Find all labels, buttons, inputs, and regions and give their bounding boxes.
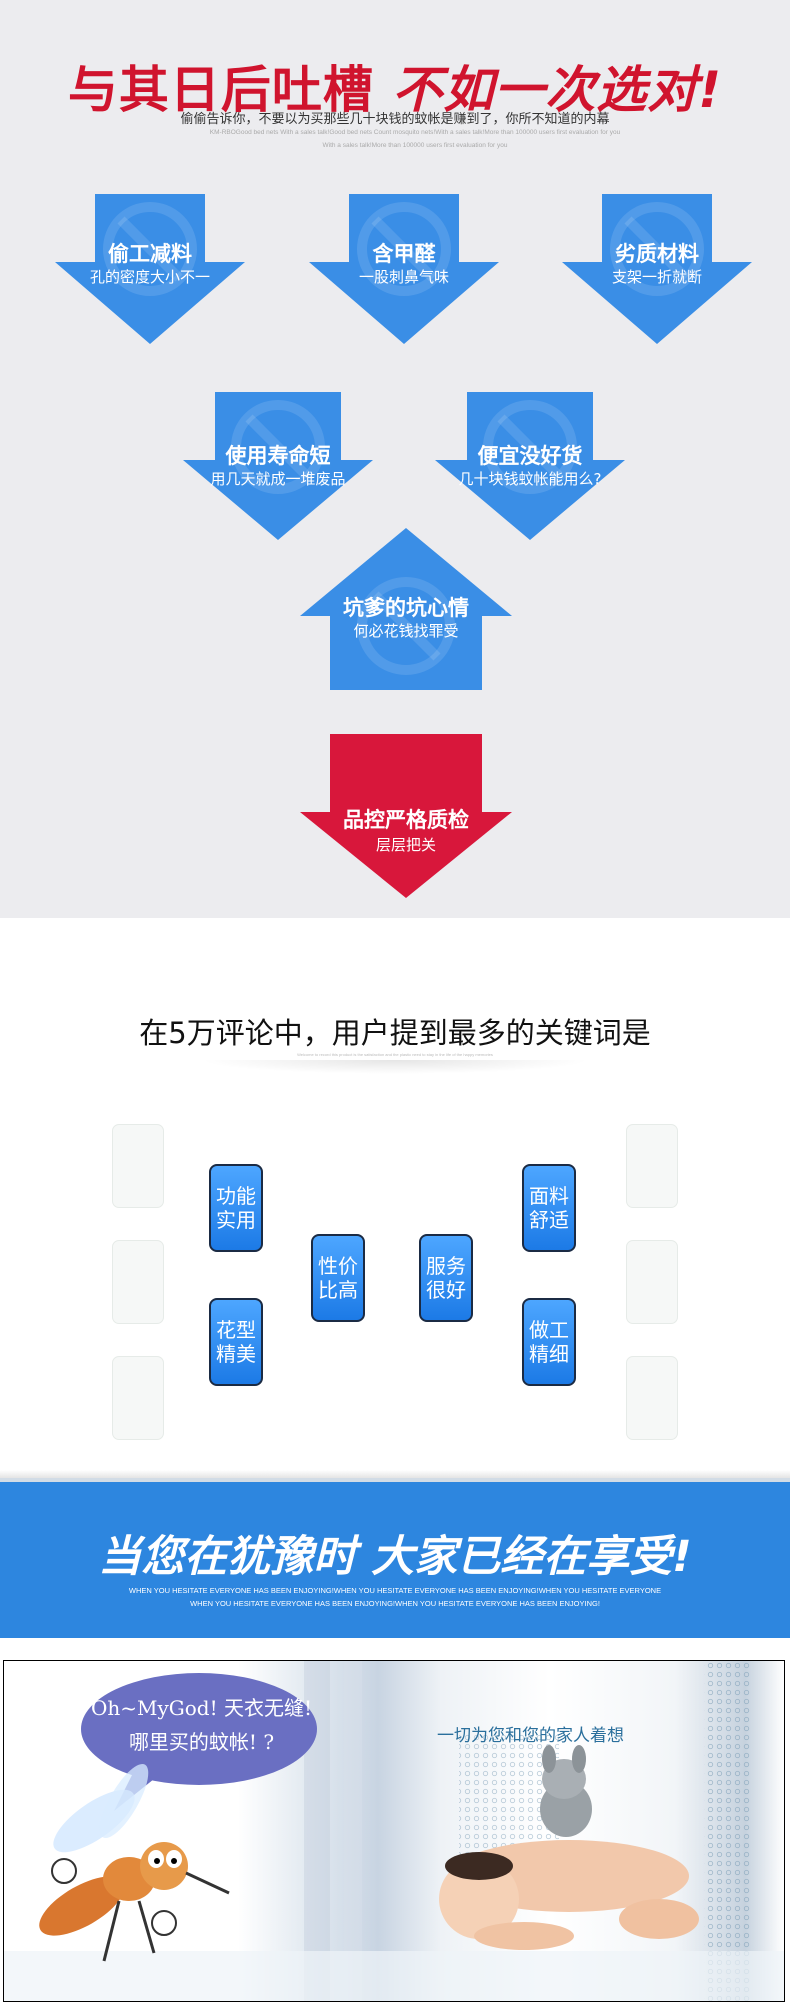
problem-title: 坑爹的坑心情 <box>343 596 469 620</box>
keyword-chip-practical: 功能实用 <box>209 1164 263 1252</box>
problem-arrow-frustration: 坑爹的坑心情 何必花钱找罪受 <box>300 528 512 690</box>
problems-section: 与其日后吐槽 不如一次选对! 偷偷告诉你，不要以为买那些几十块钱的蚊帐是赚到了，… <box>0 0 790 918</box>
banner-top-stripe <box>0 1478 790 1482</box>
keyword-line2: 实用 <box>216 1208 256 1232</box>
enjoy-banner: 当您在犹豫时 大家已经在享受! WHEN YOU HESITATE EVERYO… <box>0 1478 790 1638</box>
keywords-title: 在5万评论中，用户提到最多的关键词是 <box>139 1016 651 1050</box>
down-arrow-icon <box>300 734 512 898</box>
scene-photo: Oh~MyGod! 天衣无缝! 哪里买的蚊帐! ? 一切为您和您的家人着想 <box>3 1660 785 2002</box>
down-arrow-icon <box>309 194 499 344</box>
problem-subtitle: 几十块钱蚊帐能用么? <box>458 470 602 488</box>
problem-title: 使用寿命短 <box>225 444 331 468</box>
quality-subtitle: 层层把关 <box>375 836 436 854</box>
keyword-line2: 舒适 <box>529 1208 569 1232</box>
problem-title: 劣质材料 <box>615 242 699 266</box>
keywords-caption: Welcome to record this product is the sa… <box>297 1052 493 1057</box>
placeholder-card <box>626 1240 678 1324</box>
problem-arrow-inferior-material: 劣质材料 支架一折就断 <box>562 194 752 344</box>
banner-english-line1: WHEN YOU HESITATE EVERYONE HAS BEEN ENJO… <box>128 1586 662 1595</box>
problem-subtitle: 一股刺鼻气味 <box>358 268 449 286</box>
problem-arrow-short-life: 使用寿命短 用几天就成一堆废品 <box>183 392 373 540</box>
scene-section: Oh~MyGod! 天衣无缝! 哪里买的蚊帐! ? 一切为您和您的家人着想 <box>0 1638 790 2008</box>
banner-english-line2: WHEN YOU HESITATE EVERYONE HAS BEEN ENJO… <box>190 1599 600 1608</box>
placeholder-card <box>112 1124 164 1208</box>
sleeping-baby-icon <box>439 1840 699 1950</box>
problem-arrow-cheap: 便宜没好货 几十块钱蚊帐能用么? <box>435 392 625 540</box>
keyword-line1: 花型 <box>216 1318 256 1342</box>
keywords-section: 在5万评论中，用户提到最多的关键词是 Welcome to record thi… <box>0 918 790 1478</box>
net-fold <box>344 1661 362 2001</box>
quality-control-arrow: 品控严格质检 层层把关 <box>300 734 512 898</box>
keyword-line1: 做工 <box>529 1318 569 1342</box>
banner-title: 当您在犹豫时 大家已经在享受! <box>98 1532 692 1582</box>
placeholder-card <box>112 1356 164 1440</box>
bubble-line2: 哪里买的蚊帐! ? <box>128 1730 275 1754</box>
problem-title: 便宜没好货 <box>477 444 583 468</box>
banner-english-caption: WHEN YOU HESITATE EVERYONE HAS BEEN ENJO… <box>90 1584 700 1610</box>
mosquito-cartoon-icon <box>39 1763 230 1962</box>
hero-english-caption: KM-RBOGood bed nets With a sales talk!Go… <box>150 126 680 152</box>
keyword-chip-service: 服务很好 <box>419 1234 473 1322</box>
keyword-chip-value: 性价比高 <box>311 1234 365 1322</box>
keyword-line2: 精美 <box>216 1342 256 1366</box>
problem-arrow-formaldehyde: 含甲醛 一股刺鼻气味 <box>309 194 499 344</box>
down-arrow-icon <box>562 194 752 344</box>
bubble-line1: Oh~MyGod! 天衣无缝! <box>90 1696 313 1720</box>
keyword-chip-fabric: 面料舒适 <box>522 1164 576 1252</box>
down-arrow-icon <box>183 392 373 540</box>
hero-title: 与其日后吐槽 不如一次选对! <box>0 50 790 122</box>
scene-illustration <box>4 1661 784 2001</box>
keyword-line1: 服务 <box>426 1254 466 1278</box>
keyword-chip-pattern: 花型精美 <box>209 1298 263 1386</box>
problem-title: 含甲醛 <box>372 242 436 266</box>
placeholder-card <box>626 1124 678 1208</box>
plush-toy-icon <box>540 1745 592 1837</box>
keyword-line1: 功能 <box>216 1184 256 1208</box>
problem-arrow-shoddy: 偷工减料 孔的密度大小不一 <box>55 194 245 344</box>
bed-surface <box>4 1951 784 2001</box>
placeholder-card <box>112 1240 164 1324</box>
problem-title: 偷工减料 <box>108 242 192 266</box>
keyword-line2: 比高 <box>318 1278 358 1302</box>
problem-subtitle: 孔的密度大小不一 <box>89 268 210 286</box>
down-arrow-icon <box>55 194 245 344</box>
keyword-line2: 精细 <box>529 1342 569 1366</box>
keyword-chip-workmanship: 做工精细 <box>522 1298 576 1386</box>
problem-subtitle: 用几天就成一堆废品 <box>210 470 346 488</box>
hero-english-line1: KM-RBOGood bed nets With a sales talk!Go… <box>209 129 621 136</box>
hero-title-part1: 与其日后吐槽 <box>67 61 374 119</box>
keyword-line1: 性价 <box>318 1254 358 1278</box>
problem-subtitle: 支架一折就断 <box>611 268 702 286</box>
hero-subtitle: 偷偷告诉你，不要以为买那些几十块钱的蚊帐是赚到了，你所不知道的内幕 <box>180 112 610 127</box>
up-arrow-icon <box>300 528 512 690</box>
speech-bubble-text: Oh~MyGod! 天衣无缝! 哪里买的蚊帐! ? <box>84 1691 319 1759</box>
net-mesh <box>704 1661 752 2001</box>
keyword-line2: 很好 <box>426 1278 466 1302</box>
placeholder-card <box>626 1356 678 1440</box>
hero-english-line2: With a sales talk!More than 100000 users… <box>322 142 508 149</box>
section-divider <box>0 1470 790 1478</box>
problem-subtitle: 何必花钱找罪受 <box>353 622 459 640</box>
hero-title-part2: 不如一次选对! <box>392 61 723 119</box>
title-shadow-divider <box>200 1060 590 1074</box>
caring-slogan: 一切为您和您的家人着想 <box>437 1726 624 1746</box>
keyword-line1: 面料 <box>529 1184 569 1208</box>
down-arrow-icon <box>435 392 625 540</box>
quality-title: 品控严格质检 <box>343 808 469 832</box>
